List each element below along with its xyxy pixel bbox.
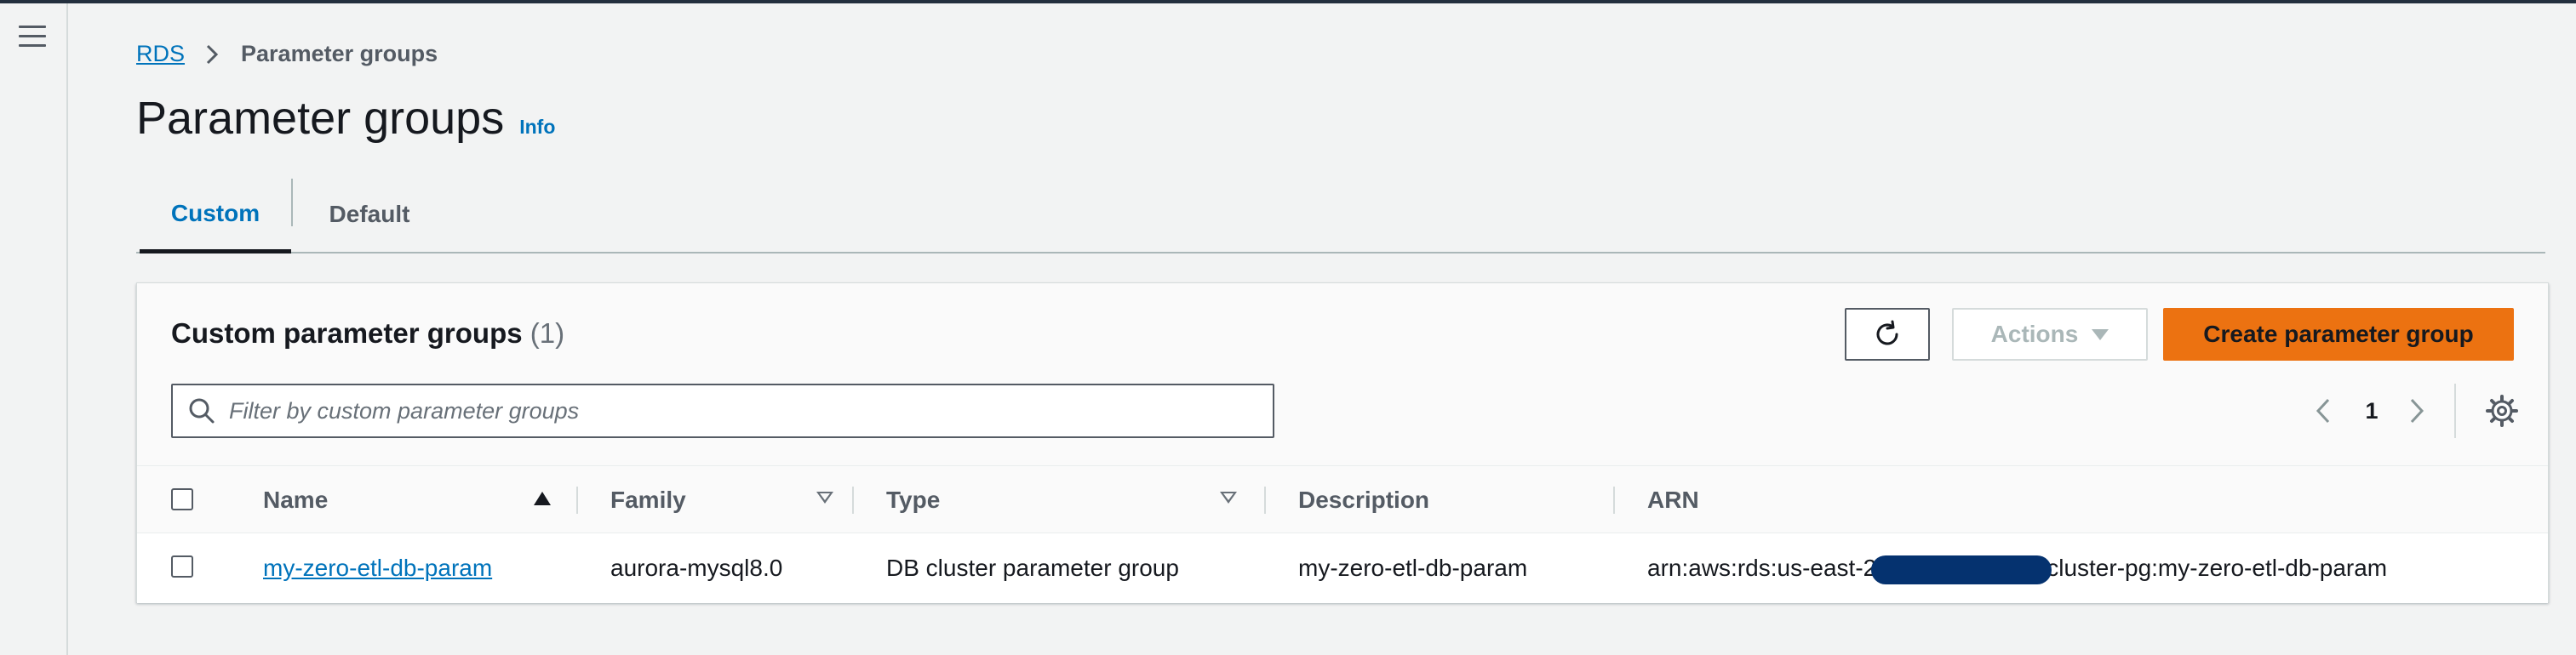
select-all-checkbox[interactable] [171, 488, 193, 510]
search-icon [189, 398, 215, 424]
caret-down-icon [2092, 328, 2109, 340]
create-parameter-group-button[interactable]: Create parameter group [2163, 308, 2514, 361]
tab-custom[interactable]: Custom [140, 177, 291, 253]
chevron-right-icon [2410, 398, 2424, 424]
column-header-name[interactable]: Name [263, 487, 329, 513]
side-navigation [0, 3, 68, 655]
panel-header: Custom parameter groups (1) Actions Crea… [137, 283, 2548, 465]
arn-prefix: arn:aws:rds:us-east-2 [1647, 555, 1877, 581]
column-header-type[interactable]: Type [886, 487, 941, 513]
sort-icon[interactable] [1220, 492, 1237, 504]
tab-divider [291, 179, 293, 226]
search-input[interactable] [229, 386, 1273, 436]
redaction-mark [1871, 555, 2052, 584]
parameter-group-link[interactable]: my-zero-etl-db-param [263, 555, 493, 581]
page-title: Parameter groups [136, 93, 505, 144]
breadcrumb-current: Parameter groups [241, 41, 438, 66]
panel-count: (1) [530, 317, 565, 349]
panel-title-text: Custom parameter groups [171, 317, 523, 349]
tab-default[interactable]: Default [329, 201, 410, 227]
column-divider [1264, 487, 1266, 514]
info-link[interactable]: Info [519, 116, 556, 138]
row-checkbox[interactable] [171, 555, 193, 578]
refresh-icon [1876, 320, 1898, 345]
panel-title: Custom parameter groups (1) [171, 317, 564, 350]
cell-arn: arn:aws:rds:us-east-2 cluster-pg:my-zero-… [1647, 533, 2387, 603]
actions-dropdown[interactable]: Actions [1952, 308, 2148, 361]
search-box [171, 384, 1274, 438]
cell-type: DB cluster parameter group [886, 555, 1179, 581]
column-header-arn: ARN [1647, 487, 1699, 513]
cell-name: my-zero-etl-db-param [263, 533, 492, 603]
cell-description: my-zero-etl-db-param [1298, 555, 1528, 581]
column-divider [852, 487, 854, 514]
top-border [0, 0, 2576, 3]
chevron-left-icon [2316, 398, 2330, 424]
table-header: Name Family Type Description ARN [137, 465, 2548, 533]
refresh-button[interactable] [1845, 308, 1930, 361]
page-header: Parameter groups Info [136, 92, 555, 145]
sort-icon[interactable] [816, 492, 833, 504]
gear-icon[interactable] [2485, 394, 2519, 428]
actions-label: Actions [1990, 321, 2079, 347]
breadcrumb-link-rds[interactable]: RDS [136, 41, 186, 66]
arn-suffix: cluster-pg:my-zero-etl-db-param [2046, 555, 2388, 581]
column-divider [576, 487, 578, 514]
custom-parameter-groups-panel: Custom parameter groups (1) Actions Crea… [136, 282, 2549, 603]
column-header-family[interactable]: Family [610, 487, 686, 513]
column-divider [1613, 487, 1615, 514]
sort-ascending-icon[interactable] [534, 492, 551, 505]
pager-divider [2454, 384, 2456, 438]
next-page-button[interactable] [2401, 392, 2432, 430]
tab-bar: Custom Default [136, 177, 2545, 253]
cell-family: aurora-mysql8.0 [610, 555, 783, 581]
chevron-right-icon [205, 43, 219, 66]
breadcrumb: RDS Parameter groups [136, 41, 438, 67]
previous-page-button[interactable] [2308, 392, 2338, 430]
page-number[interactable]: 1 [2365, 397, 2379, 424]
hamburger-menu-icon[interactable] [19, 26, 46, 49]
column-header-description: Description [1298, 487, 1430, 513]
table-row: my-zero-etl-db-param aurora-mysql8.0 DB … [137, 533, 2548, 603]
